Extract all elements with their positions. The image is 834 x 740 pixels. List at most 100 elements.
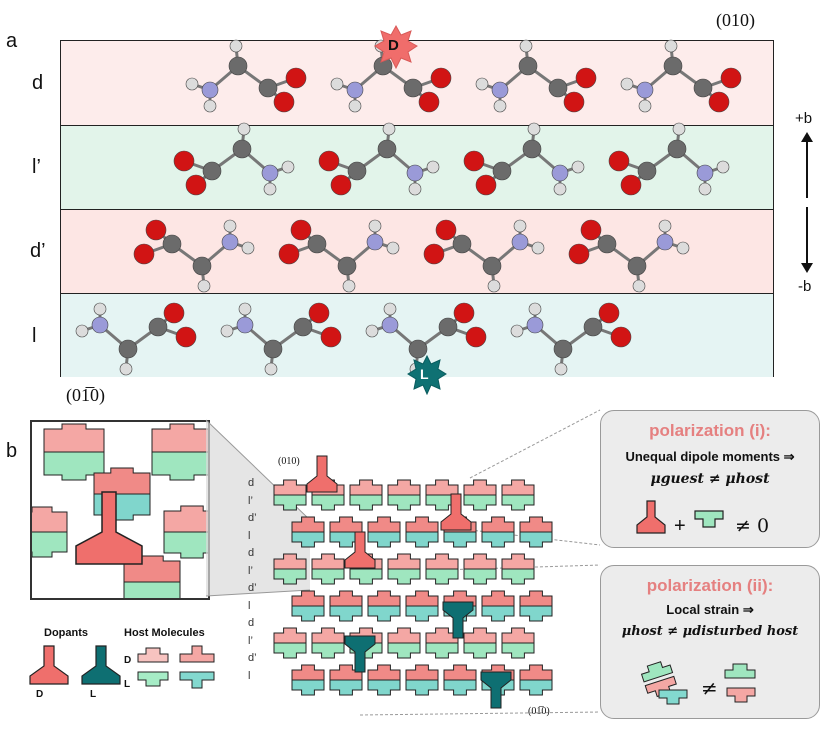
- host-lattice-svg: [273, 455, 553, 709]
- carbon-atom: [162, 234, 182, 254]
- hydrogen-atom: [383, 302, 397, 316]
- oxygen-atom: [580, 219, 602, 241]
- oxygen-atom: [563, 91, 585, 113]
- carbon-atom: [403, 78, 423, 98]
- host-molecule: [481, 590, 515, 622]
- nitrogen-atom: [656, 233, 674, 251]
- lattice-dopant-d: [344, 531, 376, 569]
- hydrogen-atom: [263, 182, 277, 196]
- host-molecule: [387, 627, 421, 659]
- polarization-ii-line1: Local strain ⇒: [666, 602, 754, 617]
- carbon-atom: [337, 256, 357, 276]
- nitrogen-atom: [406, 164, 424, 182]
- host-molecule: [425, 553, 459, 585]
- carbon-atom: [377, 139, 397, 159]
- hydrogen-atom: [408, 182, 422, 196]
- carbon-atom: [583, 317, 603, 337]
- carbon-atom: [118, 339, 138, 359]
- nitrogen-atom: [221, 233, 239, 251]
- bottom-miller-index: (01̅0): [66, 385, 105, 405]
- hydrogen-atom: [620, 77, 634, 91]
- hydrogen-atom: [658, 219, 672, 233]
- hydrogen-atom: [365, 324, 379, 338]
- host-molecule: [329, 664, 363, 696]
- carbon-atom: [693, 78, 713, 98]
- row-label-d: d: [32, 72, 44, 94]
- hydrogen-atom: [487, 279, 501, 293]
- carbon-atom: [667, 139, 687, 159]
- carbon-atom: [263, 339, 283, 359]
- lattice-row-label: d: [248, 617, 255, 629]
- host-molecule: [311, 553, 345, 585]
- hydrogen-atom: [223, 219, 237, 233]
- hydrogen-atom: [475, 77, 489, 91]
- lattice-dopant-l: [480, 671, 512, 709]
- oxygen-atom: [290, 219, 312, 241]
- lattice-row-label: l’: [248, 494, 253, 507]
- polarization-i-title: polarization (i):: [649, 421, 771, 440]
- hydrogen-atom: [716, 160, 730, 174]
- lattice-row-label: d’: [248, 582, 257, 594]
- hydrogen-atom: [698, 182, 712, 196]
- hydrogen-atom: [528, 302, 542, 316]
- hydrogen-atom: [510, 324, 524, 338]
- hydrogen-atom: [368, 219, 382, 233]
- legend-host-l-tag: L: [124, 679, 131, 690]
- oxygen-atom: [163, 302, 185, 324]
- hydrogen-atom: [553, 182, 567, 196]
- nitrogen-atom: [366, 233, 384, 251]
- lattice-row-label: d: [248, 547, 255, 559]
- legend-dopant-l-tag: L: [90, 689, 97, 700]
- minus-b-label: -b: [798, 278, 812, 295]
- nitrogen-atom: [91, 316, 109, 334]
- carbon-atom: [548, 78, 568, 98]
- hydrogen-atom: [330, 77, 344, 91]
- oxygen-atom: [463, 150, 485, 172]
- hydrogen-atom: [676, 241, 690, 255]
- lattice-row-labels: d l’ d’ l d l’ d’ l d l’ d’ l: [248, 477, 270, 687]
- zoom-inset: [30, 420, 210, 600]
- oxygen-atom: [320, 326, 342, 348]
- panel-b-label: b: [6, 440, 18, 462]
- carbon-atom: [408, 339, 428, 359]
- carbon-atom: [293, 317, 313, 337]
- oxygen-atom: [273, 91, 295, 113]
- hydrogen-atom: [342, 279, 356, 293]
- nitrogen-atom: [636, 81, 654, 99]
- polarization-ii-equation: μhost ≠ μdisturbed host: [621, 624, 799, 639]
- oxygen-atom: [330, 174, 352, 196]
- hydrogen-atom: [632, 279, 646, 293]
- row-label-d-prime: d’: [30, 240, 46, 262]
- lattice-row-label: l: [248, 599, 251, 612]
- legend-dopant-l-icon: [81, 645, 121, 685]
- hydrogen-atom: [493, 99, 507, 113]
- host-molecule: [405, 664, 439, 696]
- oxygen-atom: [575, 67, 597, 89]
- hydrogen-atom: [426, 160, 440, 174]
- hydrogen-atom: [638, 99, 652, 113]
- hydrogen-atom: [348, 99, 362, 113]
- carbon-atom: [522, 139, 542, 159]
- nitrogen-atom: [491, 81, 509, 99]
- hydrogen-atom: [93, 302, 107, 316]
- hydrogen-atom: [531, 241, 545, 255]
- host-molecule: [273, 627, 307, 659]
- oxygen-atom: [285, 67, 307, 89]
- hydrogen-atom: [527, 122, 541, 136]
- zoom-dopant-d: [75, 491, 143, 565]
- legend-dopants-title: Dopants: [44, 627, 88, 639]
- oxygen-atom: [173, 150, 195, 172]
- host-molecule: [519, 590, 553, 622]
- legend-host-l-icon-2: [179, 671, 215, 689]
- zoom-host-molecule: [43, 423, 105, 481]
- oxygen-atom: [145, 219, 167, 241]
- legend-dopant-d-icon: [29, 645, 69, 685]
- host-molecule: [463, 627, 497, 659]
- oxygen-atom: [610, 326, 632, 348]
- hydrogen-atom: [241, 241, 255, 255]
- polarization-ii-strain-icons: [640, 661, 756, 705]
- host-molecule: [481, 516, 515, 548]
- host-molecule: [463, 553, 497, 585]
- lattice-dopant-d: [306, 455, 338, 493]
- polarization-i-formula-icons: [636, 500, 724, 534]
